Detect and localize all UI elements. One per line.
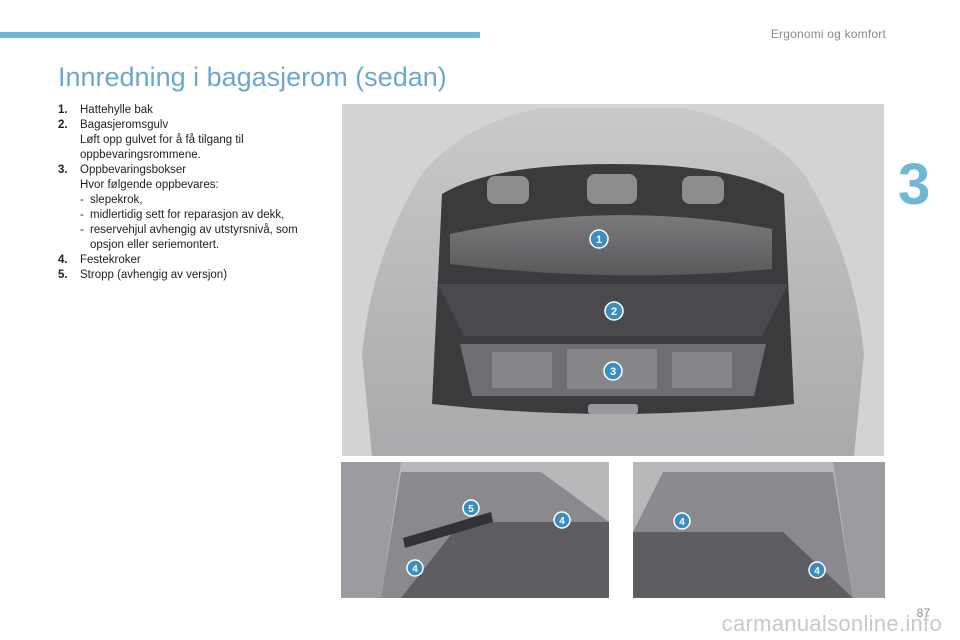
- item-number: 3.: [58, 164, 68, 176]
- item-label: Hattehylle bak: [80, 104, 153, 116]
- sub-list: -slepekrok, -midlertidig sett for repara…: [80, 193, 330, 253]
- chapter-number: 3: [898, 152, 931, 217]
- sub-item-text: midlertidig sett for reparasjon av dekk,: [90, 209, 285, 221]
- section-label: Ergonomi og komfort: [770, 27, 886, 41]
- sub-item: -reservehjul avhengig av utstyrsnivå, so…: [80, 223, 330, 253]
- header-accent-bar: [0, 32, 480, 38]
- list-item: 4. Festekroker: [58, 253, 330, 268]
- item-list: 1. Hattehylle bak 2. Bagasjeromsgulv Løf…: [58, 103, 330, 283]
- list-item: 1. Hattehylle bak: [58, 103, 330, 118]
- list-item: 3. Oppbevaringsbokser Hvor følgende oppb…: [58, 163, 330, 253]
- callout-2: 2: [604, 301, 624, 321]
- svg-text:4: 4: [679, 517, 685, 528]
- item-number: 2.: [58, 119, 68, 131]
- watermark: carmanualsonline.info: [721, 611, 942, 636]
- trunk-illustration-right: 4 4: [633, 462, 885, 598]
- callout-4c: 4: [673, 512, 691, 530]
- callout-1: 1: [589, 229, 609, 249]
- item-number: 4.: [58, 254, 68, 266]
- item-label: Bagasjeromsgulv: [80, 119, 169, 131]
- sub-item-text: slepekrok,: [90, 194, 143, 206]
- callout-4d: 4: [808, 561, 826, 579]
- svg-text:4: 4: [412, 564, 418, 575]
- svg-text:5: 5: [468, 504, 474, 515]
- item-label: Festekroker: [80, 254, 141, 266]
- callout-3: 3: [603, 361, 623, 381]
- callout-4b: 4: [406, 559, 424, 577]
- trunk-illustration-left: 5 4 4: [341, 462, 609, 598]
- sub-item: -midlertidig sett for reparasjon av dekk…: [80, 209, 285, 221]
- list-item: 5. Stropp (avhengig av versjon): [58, 268, 330, 283]
- item-label: Stropp (avhengig av versjon): [80, 269, 228, 281]
- callout-4a: 4: [553, 511, 571, 529]
- svg-text:4: 4: [814, 566, 820, 577]
- item-label: Oppbevaringsbokser: [80, 164, 187, 176]
- svg-text:1: 1: [596, 234, 602, 246]
- sub-item-text: reservehjul avhengig av utstyrsnivå, som…: [90, 224, 298, 251]
- page-title: Innredning i bagasjerom (sedan): [58, 62, 447, 92]
- svg-text:4: 4: [559, 516, 565, 527]
- svg-text:2: 2: [611, 306, 617, 318]
- svg-text:3: 3: [610, 366, 616, 378]
- item-detail: Løft opp gulvet for å få tilgang til opp…: [80, 134, 244, 161]
- page-number: 87: [916, 606, 930, 620]
- item-number: 5.: [58, 269, 68, 281]
- trunk-illustration-main: 1 2 3: [342, 104, 884, 456]
- sub-item: -slepekrok,: [80, 194, 143, 206]
- list-item: 2. Bagasjeromsgulv Løft opp gulvet for å…: [58, 118, 330, 163]
- callout-5: 5: [462, 499, 480, 517]
- item-detail: Hvor følgende oppbevares:: [80, 179, 219, 191]
- item-number: 1.: [58, 104, 68, 116]
